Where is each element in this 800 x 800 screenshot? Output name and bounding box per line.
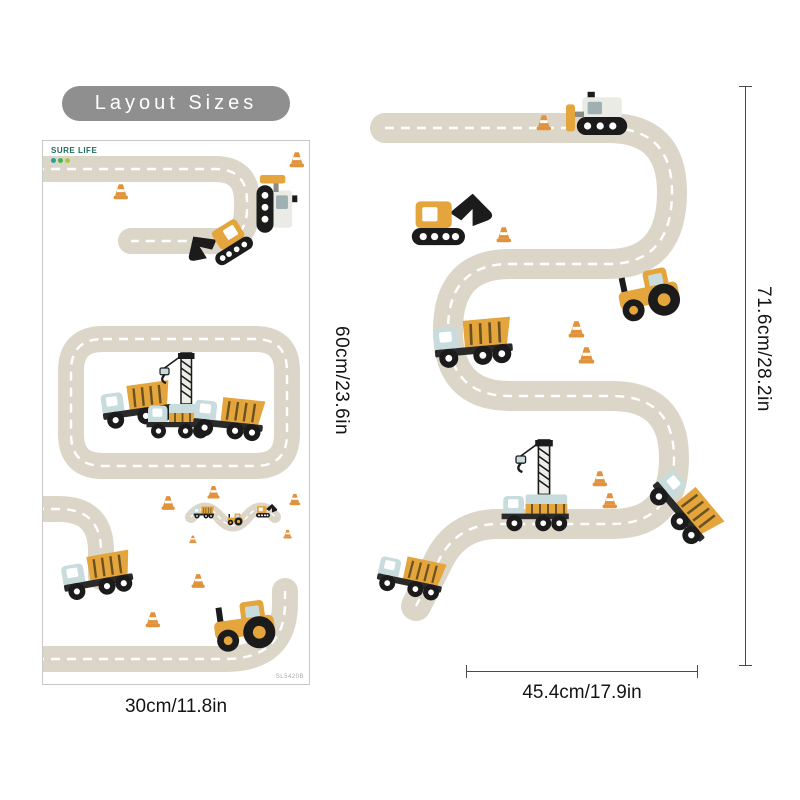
traffic-cone-icon (189, 535, 197, 544)
traffic-cone-icon (602, 493, 617, 509)
brand-dot-icon (65, 157, 70, 163)
bulldozer-icon (256, 175, 298, 233)
traffic-cone-icon (161, 496, 175, 510)
left-sheet-width-label: 30cm/11.8in (124, 696, 228, 717)
traffic-cone-icon (283, 529, 292, 539)
brand-dots-icon (51, 157, 97, 163)
left-sticker-sheet: SURE LIFE SL5420B (42, 140, 310, 685)
road-centerline (69, 337, 289, 468)
right-layout-graphic (370, 91, 726, 621)
brand-dot-icon (58, 157, 63, 163)
traffic-cone-icon (113, 184, 128, 200)
left-sheet-height-label: 60cm/23.6in (331, 326, 352, 436)
traffic-cone-icon (145, 612, 160, 628)
dimension-line-horizontal (466, 665, 698, 678)
road-path (370, 113, 690, 621)
traffic-cone-icon (289, 152, 304, 168)
road-path (43, 496, 114, 590)
traffic-cone-icon (496, 227, 511, 243)
crane-truck-icon (500, 438, 570, 533)
product-code: SL5420B (275, 674, 304, 680)
traffic-cone-icon (289, 493, 301, 506)
excavator-icon (411, 193, 493, 246)
traffic-cone-icon (191, 574, 205, 588)
traffic-cone-icon (578, 347, 595, 364)
brand-logo: SURE LIFE (51, 146, 98, 163)
road-centerline (385, 126, 676, 607)
layout-sizes-badge: Layout Sizes (62, 86, 290, 121)
traffic-cone-icon (207, 486, 220, 499)
brand-name: SURE LIFE (51, 146, 98, 155)
left-sheet-graphic (43, 152, 304, 672)
dump-truck-icon (58, 548, 137, 604)
right-layout-width-label: 45.4cm/17.9in (522, 682, 642, 703)
traffic-cone-icon (592, 471, 607, 487)
brand-dot-icon (51, 157, 56, 163)
right-layout-road (370, 113, 690, 621)
right-layout-height-label: 71.6cm/28.2in (753, 286, 774, 412)
road-centerline (43, 591, 287, 661)
traffic-cone-icon (568, 321, 585, 338)
dump-truck-icon (190, 393, 267, 444)
dimension-line-vertical (739, 86, 752, 666)
dump-truck-icon (193, 506, 215, 519)
left-sheet-vehicles (58, 152, 304, 655)
